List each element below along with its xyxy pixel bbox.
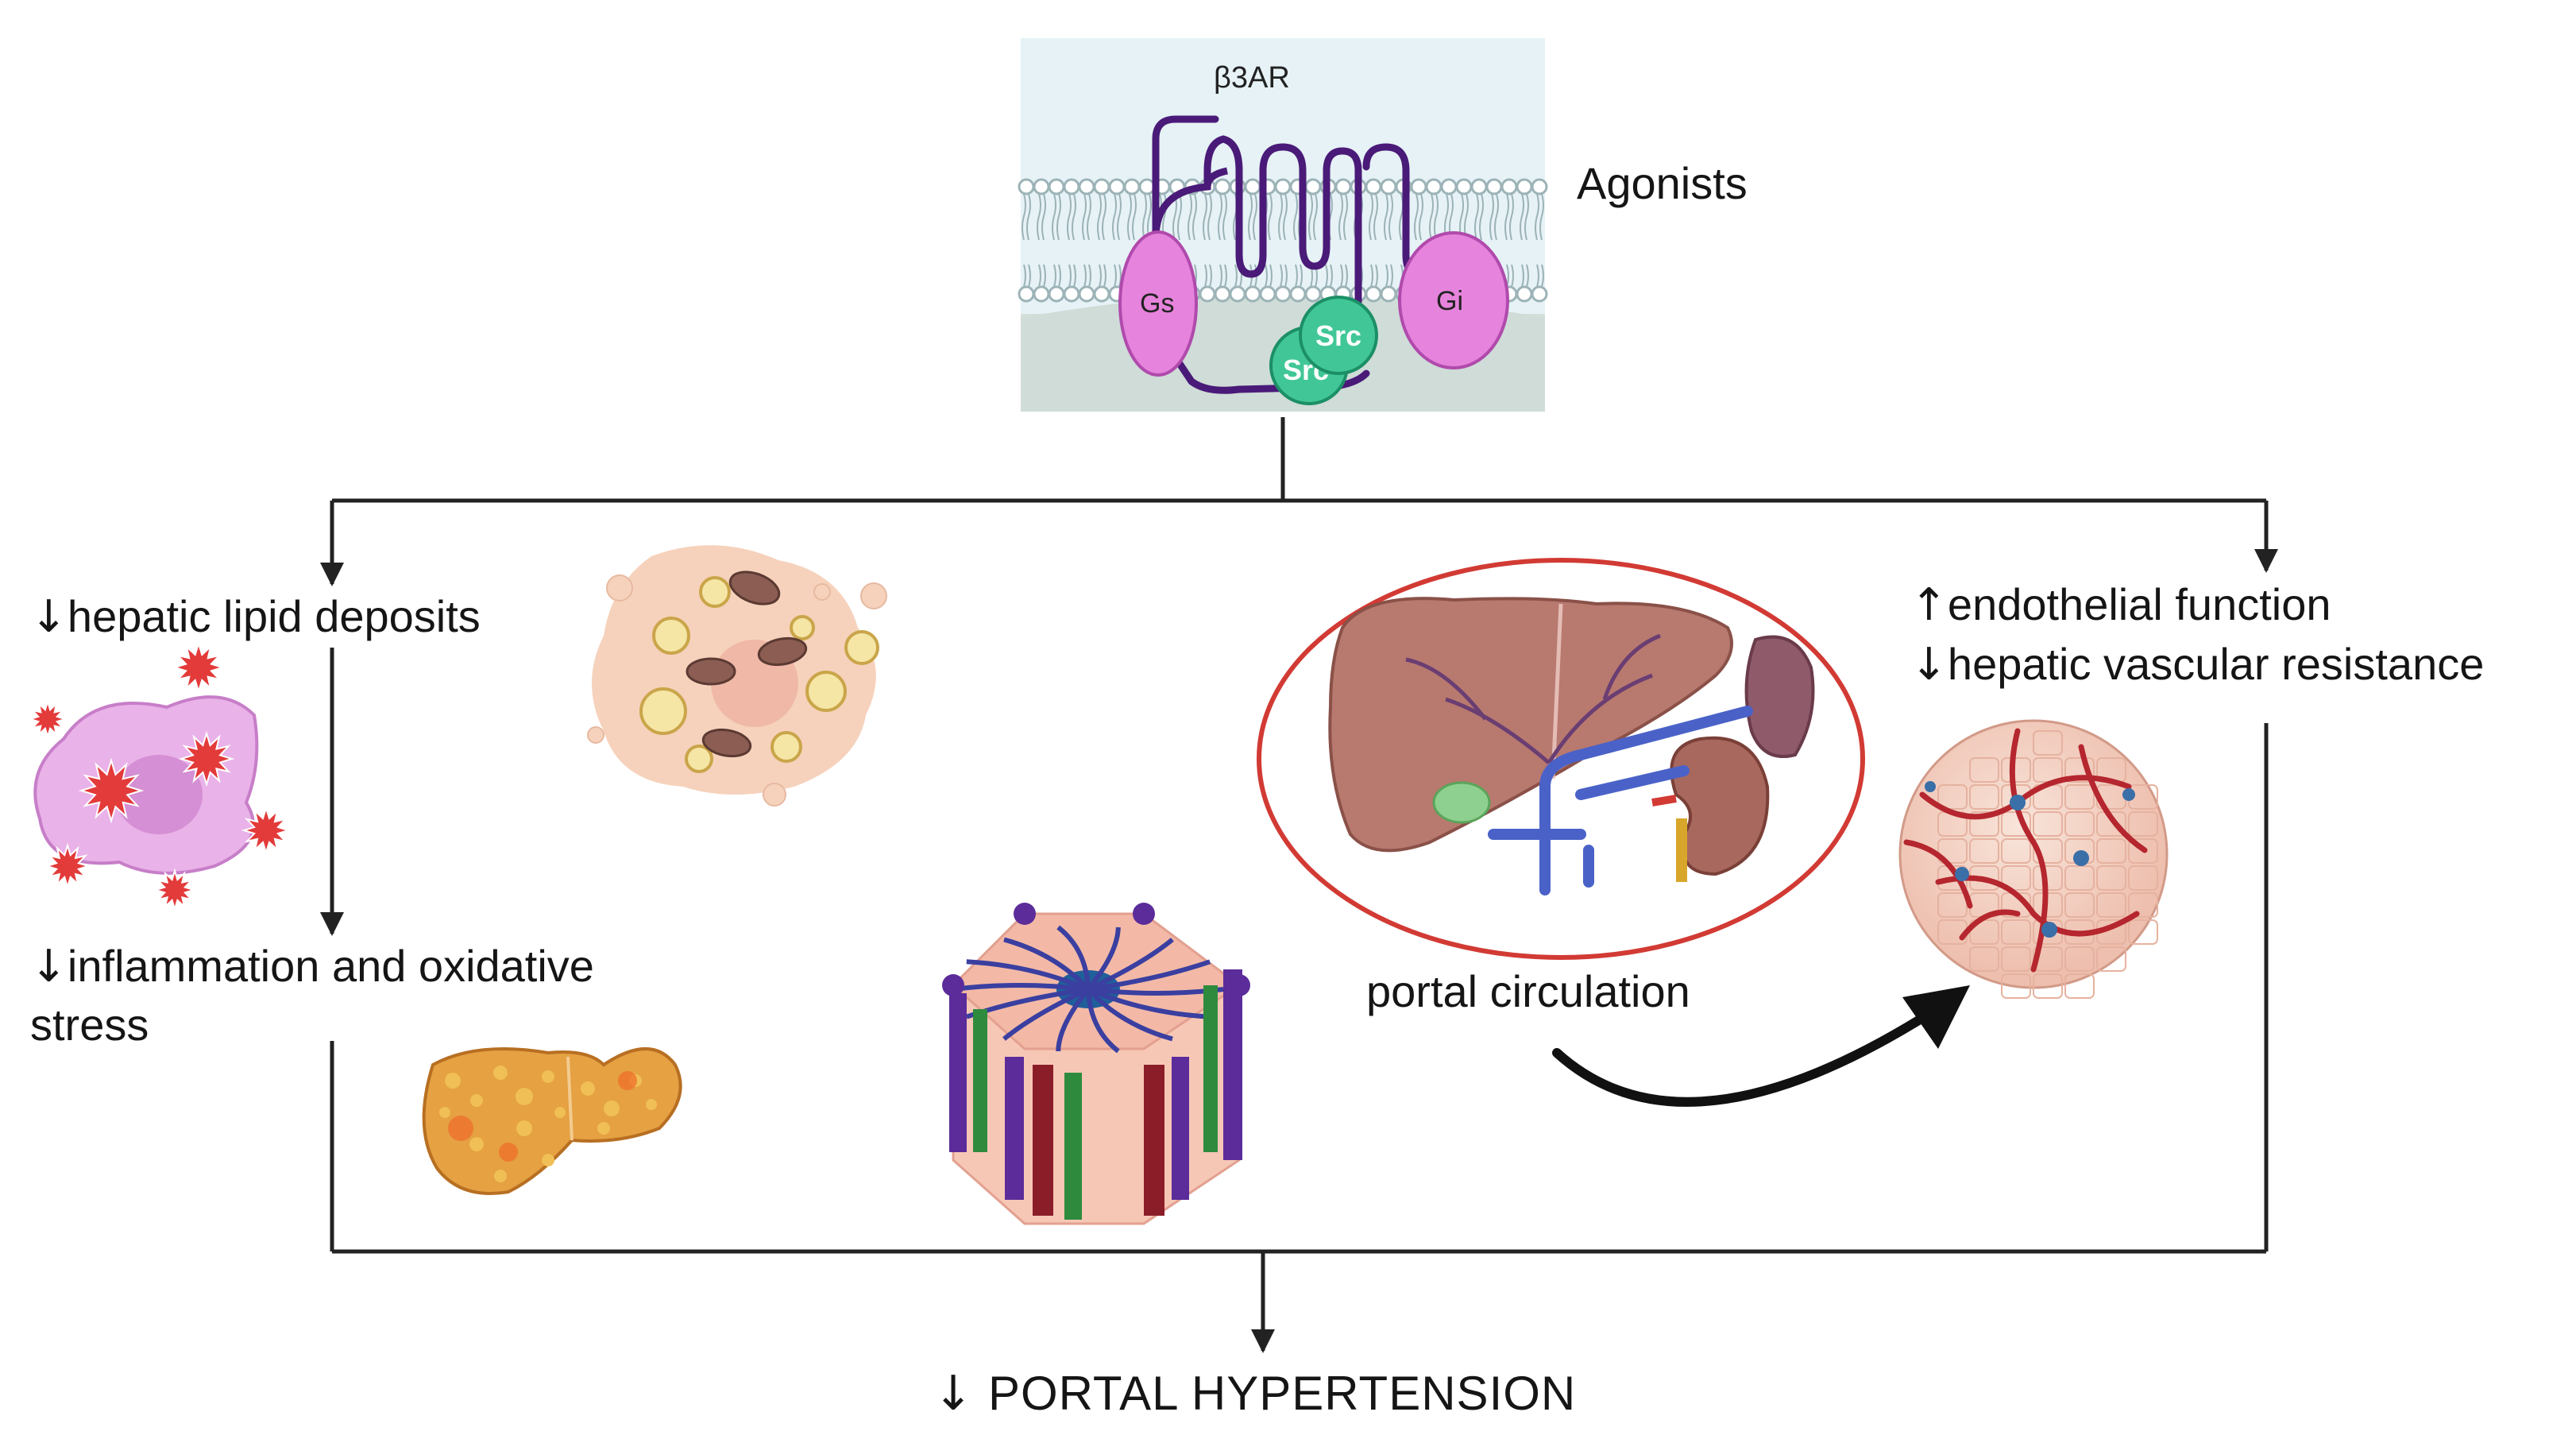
receptor-panel: Gs Gi Src Src β3AR	[1018, 38, 1548, 412]
spleen	[1744, 635, 1815, 758]
endothelial-function-label: ↑endothelial function	[1910, 579, 2331, 631]
connector-lines	[320, 417, 2278, 1353]
inflammation-label: ↓inflammation and oxidative stress	[30, 941, 594, 1050]
down-arrow-icon: ↓	[30, 591, 68, 643]
gs-protein	[1118, 230, 1198, 377]
curved-arrow	[1552, 1008, 1935, 1107]
liver-shape	[1328, 597, 1733, 853]
agonists-label: Agonists	[1577, 158, 1748, 208]
src-kinase-upper	[1299, 296, 1378, 375]
vascular-resistance-label: ↓hepatic vascular resistance	[1910, 639, 2485, 690]
kidney	[1670, 736, 1770, 876]
down-arrow-icon: ↓	[933, 1366, 975, 1422]
ros-burst-group	[27, 640, 292, 912]
fatty-liver	[422, 1047, 682, 1195]
lipid-deposits-label: ↓hepatic lipid deposits	[30, 591, 481, 643]
down-arrow-icon: ↓	[1910, 639, 1948, 690]
oxidative-stress-cell	[27, 640, 292, 912]
lipid-laden-cell	[587, 545, 887, 807]
portal-hypertension-label: ↓ PORTAL HYPERTENSION	[933, 1366, 1577, 1422]
gs-label: Gs	[1140, 288, 1174, 319]
up-arrow-icon: ↑	[1910, 579, 1948, 631]
hepatic-lobule	[942, 903, 1250, 1225]
lipid-droplets	[639, 576, 879, 773]
portal-vein	[1488, 706, 1753, 896]
gi-label: Gi	[1436, 286, 1463, 316]
hepatic-vascular-sphere	[1898, 719, 2169, 999]
gi-protein	[1398, 231, 1509, 369]
portal-circulation-label: portal circulation	[1366, 966, 1690, 1016]
portal-vessels	[949, 969, 1242, 1220]
receptor-label: β3AR	[1214, 61, 1290, 95]
portal-circulation-illustration	[1257, 558, 1865, 960]
src-label-upper: Src	[1315, 319, 1361, 352]
mitochondria	[686, 571, 808, 758]
down-arrow-icon: ↓	[30, 941, 68, 992]
